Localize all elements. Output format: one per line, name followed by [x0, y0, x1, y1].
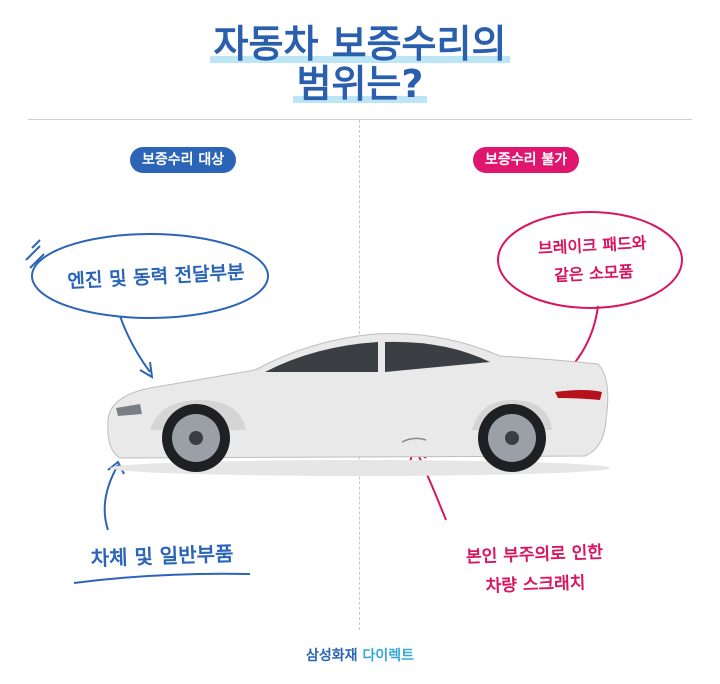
covered-badge: 보증수리 대상	[130, 147, 237, 173]
engine-arrow-head	[139, 361, 154, 379]
brake-speech-bubble	[497, 211, 683, 309]
body-underline	[73, 572, 251, 584]
not-covered-badge: 보증수리 불가	[473, 147, 580, 173]
engine-speech-bubble	[31, 233, 269, 319]
brake-note: 브레이크 패드와 같은 소모품	[507, 228, 680, 293]
title-line-1: 자동차 보증수리의	[209, 22, 511, 66]
title-line-2: 범위는?	[292, 62, 428, 106]
motion-lines	[25, 239, 45, 269]
scratch-note: 본인 부주의로 인한 차량 스크래치	[439, 537, 631, 604]
horizontal-divider	[28, 119, 692, 120]
brand-name: 삼성화재	[306, 648, 358, 664]
brand-sub: 다이렉트	[362, 648, 414, 664]
body-arrow	[103, 464, 119, 531]
car-illustration	[107, 333, 610, 476]
brand-logo: 삼성화재 다이렉트	[0, 645, 720, 665]
engine-bubble-tail	[119, 315, 151, 373]
